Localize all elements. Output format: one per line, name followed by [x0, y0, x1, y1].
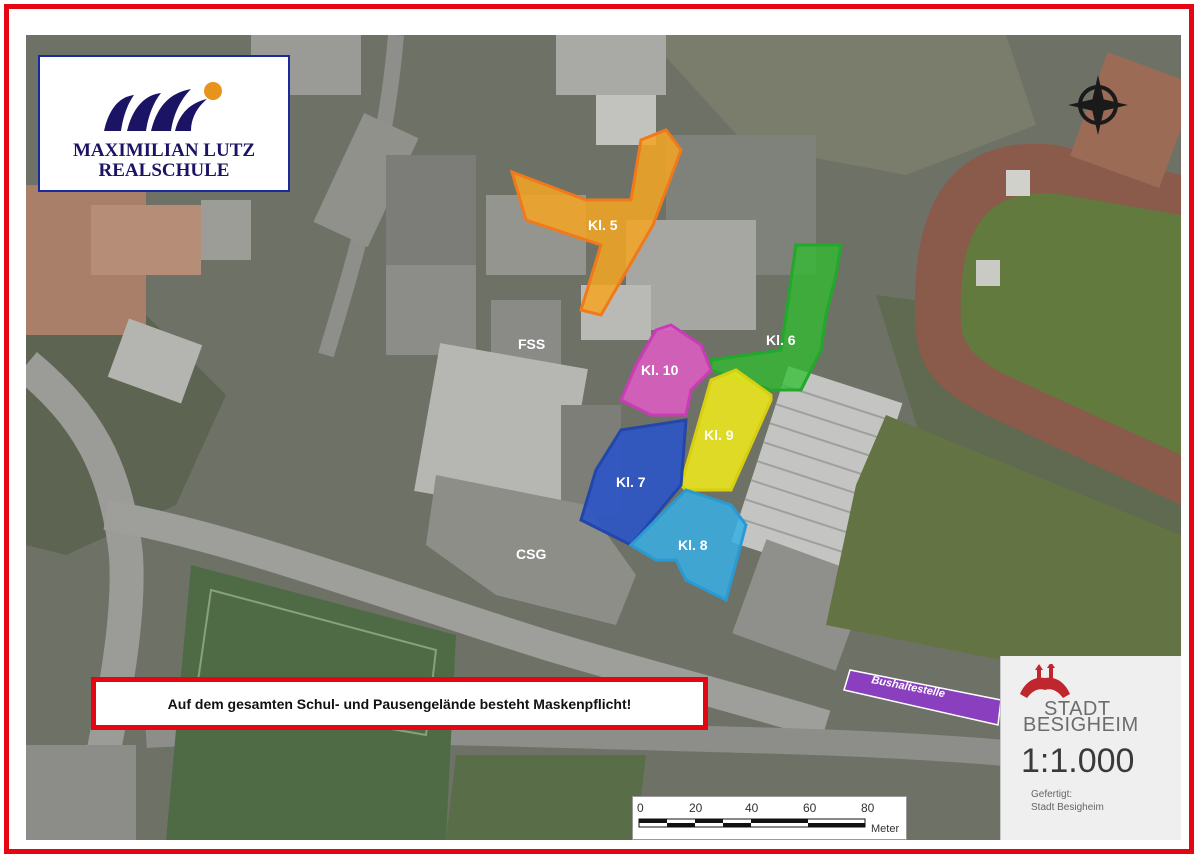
building-roof — [201, 200, 251, 260]
building-roof — [556, 35, 666, 95]
school-logo: MAXIMILIAN LUTZ REALSCHULE — [38, 55, 290, 192]
logo-wave — [104, 95, 134, 131]
aerial-map-base: Kl. 5 Kl. 6 Kl. 10 Kl. 9 Kl. 7 Kl. 8 FSS… — [26, 35, 1181, 840]
zone-kl7-label: Kl. 7 — [616, 474, 646, 490]
main-road — [103, 500, 831, 740]
zone-kl10[interactable] — [619, 323, 713, 417]
parking-area — [386, 155, 476, 265]
building-roof — [313, 112, 419, 248]
school-logo-mark — [104, 82, 222, 131]
city-crest-icon — [1020, 664, 1070, 698]
map-scale-text: 1:1.000 — [1021, 742, 1135, 780]
scale-unit-label: Meter — [871, 823, 900, 835]
zone-kl5[interactable] — [509, 128, 683, 317]
school-name-line1: MAXIMILIAN LUTZ — [72, 140, 256, 161]
logo-wave — [151, 89, 191, 131]
field-shed — [1006, 170, 1030, 196]
zone-kl8[interactable] — [628, 488, 748, 603]
city-name-line1: STADT — [1044, 698, 1111, 720]
scale-tick-label: 60 — [803, 801, 817, 815]
scale-tick-label: 0 — [637, 801, 644, 815]
building-csg-label: CSG — [516, 546, 546, 562]
building-roof — [386, 265, 476, 355]
building-roof — [732, 539, 870, 671]
logo-dot — [204, 82, 222, 100]
zone-kl10-label: Kl. 10 — [641, 362, 679, 378]
made-by-label: Gefertigt: — [1031, 789, 1073, 800]
scale-bar: 0 20 40 60 80 Meter — [632, 796, 907, 840]
north-arrow-icon — [1068, 75, 1128, 135]
made-by-value: Stadt Besigheim — [1031, 802, 1104, 813]
zone-kl5-label: Kl. 5 — [588, 217, 618, 233]
building-fss-label: FSS — [518, 336, 545, 352]
school-name-line2: REALSCHULE — [98, 160, 230, 181]
building-roof — [26, 745, 136, 840]
building-roof — [414, 343, 588, 517]
soccer-field — [446, 755, 646, 840]
sports-field — [960, 193, 1181, 456]
city-info-panel: STADT BESIGHEIM 1:1.000 Gefertigt: Stadt… — [1000, 656, 1181, 840]
zone-kl8-label: Kl. 8 — [678, 537, 708, 553]
mask-notice-text: Auf dem gesamten Schul- und Pausengeländ… — [167, 695, 632, 712]
scale-tick-label: 20 — [689, 801, 703, 815]
building-roof — [107, 318, 203, 404]
bus-stop-zone[interactable] — [843, 669, 1002, 726]
field-shed — [976, 260, 1000, 286]
scale-tick-label: 80 — [861, 801, 875, 815]
logo-wave — [175, 99, 207, 131]
mask-notice-box: Auf dem gesamten Schul- und Pausengeländ… — [91, 677, 708, 730]
zone-kl9-label: Kl. 9 — [704, 427, 734, 443]
scale-bar-graphic — [638, 818, 866, 828]
logo-wave — [127, 93, 161, 131]
soccer-field-lines — [194, 588, 438, 737]
sports-field — [826, 415, 1181, 675]
zone-kl6-label: Kl. 6 — [766, 332, 796, 348]
city-name-line2: BESIGHEIM — [1023, 714, 1139, 736]
scale-tick-label: 40 — [745, 801, 759, 815]
building-roof — [91, 205, 201, 275]
